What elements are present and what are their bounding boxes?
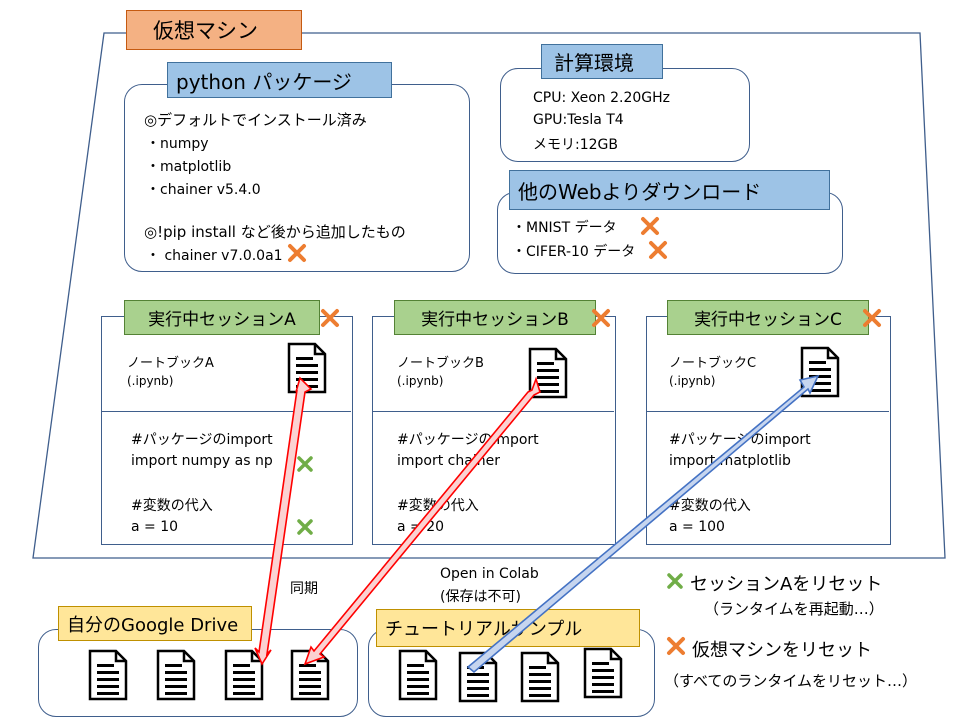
package-item: ・ chainer v7.0.0a1	[146, 248, 283, 264]
compute-title: 計算環境	[541, 44, 663, 79]
download-item: ・MNIST データ	[512, 220, 617, 236]
session-a-divider	[101, 411, 351, 412]
compute-gpu: GPU:Tesla T4	[533, 112, 624, 128]
vm-title: 仮想マシン	[126, 10, 302, 50]
compute-cpu: CPU: Xeon 2.20GHz	[533, 90, 670, 106]
notebook-a-ext: (.ipynb)	[127, 374, 174, 388]
legend-session-reset: セッションAをリセット	[690, 574, 883, 595]
default-installed-heading: ◎デフォルトでインストール済み	[144, 111, 367, 129]
code-line: import chainer	[397, 453, 500, 469]
sync-label: 同期	[290, 581, 318, 597]
download-item: ・CIFER-10 データ	[512, 244, 636, 260]
drive-box	[38, 629, 358, 717]
notebook-b-label: ノートブックB	[397, 356, 484, 371]
downloads-title: 他のWebよりダウンロード	[509, 170, 830, 210]
session-b-divider	[372, 411, 614, 412]
session-a-title: 実行中セッションA	[124, 300, 320, 335]
code-line: a = 10	[131, 519, 179, 535]
code-line: #変数の代入	[397, 498, 479, 514]
open-in-colab-label: Open in Colab	[440, 566, 539, 582]
added-packages-heading: ◎!pip install など後から追加したもの	[144, 223, 406, 241]
session-b-title: 実行中セッションB	[394, 300, 596, 335]
legend-vm-reset: 仮想マシンをリセット	[692, 640, 872, 661]
code-line: a = 20	[397, 519, 445, 535]
notebook-c-label: ノートブックC	[669, 356, 757, 371]
code-line: #変数の代入	[669, 498, 751, 514]
tutorial-title: チュートリアルサンプル	[376, 609, 640, 647]
legend-vm-reset-note: （すべてのランタイムをリセット…）	[664, 672, 918, 690]
notebook-c-ext: (.ipynb)	[669, 374, 716, 388]
session-c-title: 実行中セッションC	[667, 300, 869, 335]
code-line: #パッケージのimport	[397, 432, 539, 448]
drive-title: 自分のGoogle Drive	[58, 606, 252, 641]
python-packages-title: python パッケージ	[167, 62, 392, 98]
package-item: ・chainer v5.4.0	[146, 182, 261, 198]
package-item: ・matplotlib	[146, 159, 232, 175]
code-line: a = 100	[669, 519, 725, 535]
open-in-colab-note: (保存は不可)	[440, 589, 521, 605]
notebook-a-label: ノートブックA	[127, 356, 214, 371]
compute-memory: メモリ:12GB	[533, 137, 618, 153]
session-c-divider	[646, 411, 889, 412]
code-line: #変数の代入	[131, 498, 213, 514]
python-packages-box	[124, 84, 470, 272]
code-line: import matplotlib	[669, 453, 791, 469]
code-line: #パッケージのimport	[131, 432, 273, 448]
code-line: import numpy as np	[131, 453, 273, 469]
package-item: ・numpy	[146, 136, 209, 152]
legend-session-reset-note: （ランタイムを再起動…）	[704, 600, 884, 618]
code-line: #パッケージのimport	[669, 432, 811, 448]
compute-box	[500, 68, 750, 162]
notebook-b-ext: (.ipynb)	[397, 374, 444, 388]
